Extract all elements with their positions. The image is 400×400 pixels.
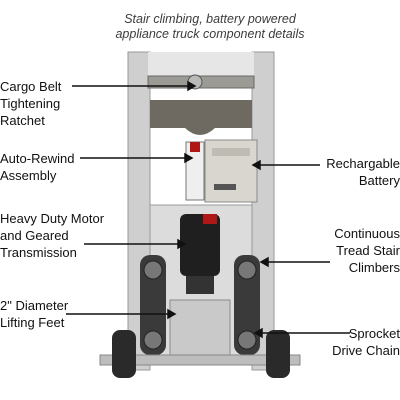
label-sprocket-drive-chain: Sprocket Drive Chain bbox=[332, 325, 400, 359]
label-line: Climbers bbox=[348, 260, 400, 275]
caption: Stair climbing, battery powered applianc… bbox=[60, 12, 360, 42]
label-cargo-belt-ratchet: Cargo Belt Tightening Ratchet bbox=[0, 78, 61, 129]
caption-line-2: appliance truck component details bbox=[115, 27, 305, 41]
label-line: Continuous bbox=[334, 226, 400, 241]
label-line: Tread Stair bbox=[336, 243, 400, 258]
cargo-belt bbox=[150, 100, 252, 135]
label-auto-rewind-assembly: Auto-Rewind Assembly bbox=[0, 150, 74, 184]
right-tread-climber bbox=[234, 255, 260, 355]
label-heavy-duty-motor: Heavy Duty Motor and Geared Transmission bbox=[0, 210, 104, 261]
heavy-duty-motor bbox=[180, 214, 220, 276]
left-tread-climber bbox=[140, 255, 166, 355]
sprocket-right bbox=[237, 260, 257, 280]
right-wheel bbox=[266, 330, 290, 378]
label-line: Drive Chain bbox=[332, 343, 400, 358]
lifting-feet bbox=[169, 299, 231, 356]
label-line: Lifting Feet bbox=[0, 315, 65, 330]
label-line: Rechargable bbox=[326, 156, 400, 171]
sprocket-left bbox=[143, 260, 163, 280]
caption-line-1: Stair climbing, battery powered bbox=[124, 12, 296, 26]
label-line: Assembly bbox=[0, 168, 57, 183]
label-line: 2" Diameter bbox=[0, 298, 69, 313]
label-rechargable-battery: Rechargable Battery bbox=[326, 155, 400, 189]
label-continuous-tread: Continuous Tread Stair Climbers bbox=[334, 225, 400, 276]
label-line: Ratchet bbox=[0, 113, 45, 128]
label-line: Auto-Rewind bbox=[0, 151, 75, 166]
label-line: Sprocket bbox=[348, 326, 400, 341]
label-lifting-feet: 2" Diameter Lifting Feet bbox=[0, 297, 68, 331]
label-line: Tightening bbox=[0, 96, 61, 111]
label-line: Battery bbox=[358, 173, 400, 188]
label-line: and Geared bbox=[0, 228, 69, 243]
label-line: Transmission bbox=[0, 245, 77, 260]
label-line: Heavy Duty Motor bbox=[0, 211, 105, 226]
left-wheel bbox=[112, 330, 136, 378]
label-line: Cargo Belt bbox=[0, 79, 62, 94]
